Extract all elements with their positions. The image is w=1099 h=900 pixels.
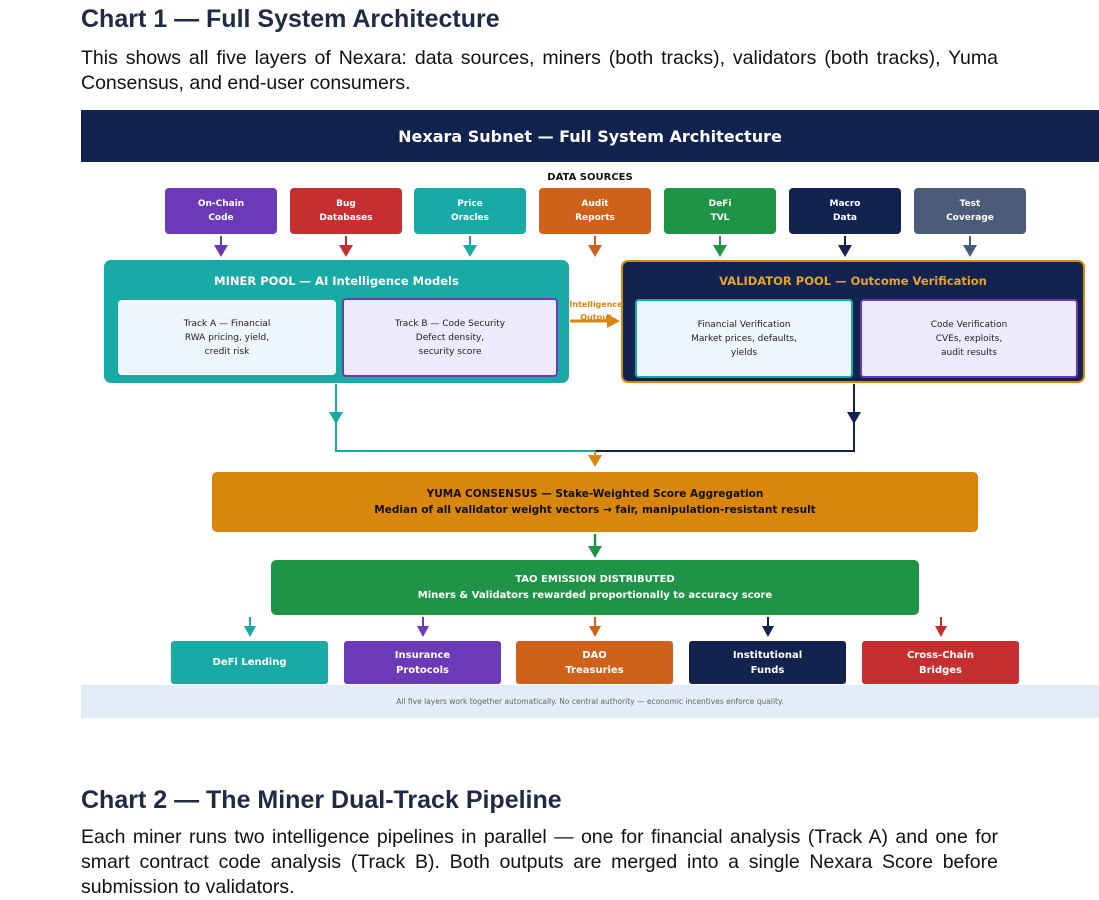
consumer-arrow bbox=[244, 617, 256, 637]
diagram-footer-note: All five layers work together automatica… bbox=[81, 685, 1099, 718]
source-macro-data: Macro Data bbox=[789, 188, 901, 234]
intelligence-output-label: Intelligence Output bbox=[569, 300, 623, 322]
consumer-arrow bbox=[417, 617, 429, 637]
consumer-insurance-protocols: Insurance Protocols bbox=[344, 641, 501, 684]
validator-to-yuma-connector bbox=[595, 384, 861, 452]
validator-pool: VALIDATOR POOL — Outcome Verification Fi… bbox=[621, 260, 1085, 383]
source-on-chain-code: On-Chain Code bbox=[165, 188, 277, 234]
consumer-arrow bbox=[589, 617, 601, 637]
yuma-consensus-box: YUMA CONSENSUS — Stake-Weighted Score Ag… bbox=[212, 472, 978, 532]
source-arrow bbox=[963, 236, 977, 257]
miner-to-yuma-connector bbox=[329, 384, 595, 452]
yuma-consensus-title: YUMA CONSENSUS — Stake-Weighted Score Ag… bbox=[426, 488, 764, 500]
tao-emission-title: TAO EMISSION DISTRIBUTED bbox=[515, 573, 675, 585]
source-arrow bbox=[463, 236, 477, 257]
source-bug-databases: Bug Databases bbox=[290, 188, 402, 234]
source-arrow bbox=[838, 236, 852, 257]
chart2-description: Each miner runs two intelligence pipelin… bbox=[81, 826, 998, 898]
code-verification: Code Verification CVEs, exploits, audit … bbox=[860, 299, 1078, 378]
consumer-arrow bbox=[935, 617, 947, 637]
track-a-financial: Track A — Financial RWA pricing, yield, … bbox=[118, 300, 336, 375]
source-test-coverage: Test Coverage bbox=[914, 188, 1026, 234]
financial-verification: Financial Verification Market prices, de… bbox=[635, 299, 853, 378]
validator-pool-title: VALIDATOR POOL — Outcome Verification bbox=[719, 274, 987, 288]
miner-pool: MINER POOL — AI Intelligence Models Trac… bbox=[104, 260, 569, 383]
chart1-description: This shows all five layers of Nexara: da… bbox=[81, 47, 998, 94]
source-defi-tvl: DeFi TVL bbox=[664, 188, 776, 234]
yuma-consensus-subtitle: Median of all validator weight vectors →… bbox=[374, 504, 816, 516]
chart1-heading: Chart 1 — Full System Architecture bbox=[81, 5, 500, 33]
source-price-oracles: Price Oracles bbox=[414, 188, 526, 234]
merge-arrow bbox=[588, 451, 602, 467]
consumer-arrow bbox=[762, 617, 774, 637]
diagram-banner: Nexara Subnet — Full System Architecture bbox=[81, 110, 1099, 162]
consumer-dao-treasuries: DAO Treasuries bbox=[516, 641, 673, 684]
source-arrow bbox=[214, 236, 228, 257]
source-audit-reports: Audit Reports bbox=[539, 188, 651, 234]
source-arrow bbox=[588, 236, 602, 257]
intelligence-output-arrow bbox=[570, 314, 620, 328]
tao-emission-subtitle: Miners & Validators rewarded proportiona… bbox=[417, 589, 773, 601]
consumer-institutional-funds: Institutional Funds bbox=[689, 641, 846, 684]
source-arrow bbox=[713, 236, 727, 257]
data-sources-label: DATA SOURCES bbox=[547, 172, 633, 183]
consumer-cross-chain-bridges: Cross-Chain Bridges bbox=[862, 641, 1019, 684]
tao-emission-box: TAO EMISSION DISTRIBUTED Miners & Valida… bbox=[271, 560, 919, 615]
source-arrow bbox=[339, 236, 353, 257]
miner-pool-title: MINER POOL — AI Intelligence Models bbox=[214, 274, 459, 288]
yuma-to-tao-arrow bbox=[588, 534, 602, 558]
track-b-code-security: Track B — Code Security Defect density, … bbox=[342, 298, 558, 377]
chart2-heading: Chart 2 — The Miner Dual-Track Pipeline bbox=[81, 786, 562, 814]
consumer-defi-lending: DeFi Lending bbox=[171, 641, 328, 684]
